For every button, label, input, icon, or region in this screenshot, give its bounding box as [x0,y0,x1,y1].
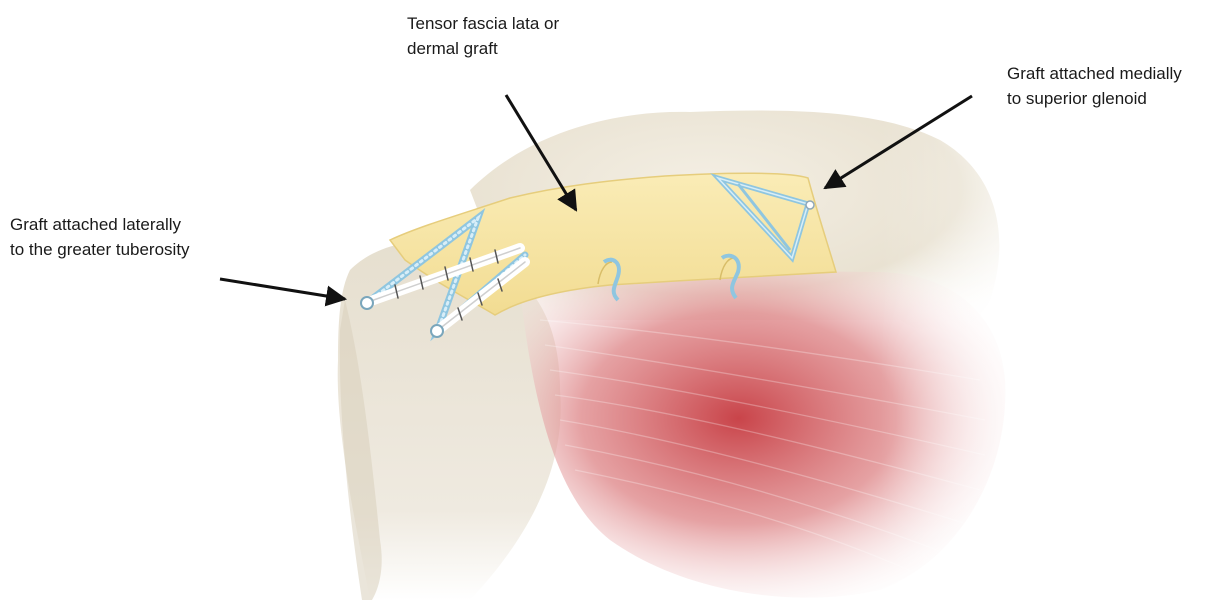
lateral-attachment-label: Graft attached laterally to the greater … [10,212,190,262]
graft-label: Tensor fascia lata or dermal graft [407,11,559,61]
right-fade [880,100,1224,602]
graft-label-line-1: Tensor fascia lata or [407,11,559,36]
medial-attachment-label: Graft attached medially to superior glen… [1007,61,1182,111]
lateral-arrow [220,279,345,299]
graft-label-line-2: dermal graft [407,36,559,61]
lateral-label-line-1: Graft attached laterally [10,212,190,237]
medial-label-line-2: to superior glenoid [1007,86,1182,111]
medial-label-line-1: Graft attached medially [1007,61,1182,86]
lateral-label-line-2: to the greater tuberosity [10,237,190,262]
lateral-anchor-1 [361,297,373,309]
medial-anchor [806,201,814,209]
lateral-anchor-2 [431,325,443,337]
